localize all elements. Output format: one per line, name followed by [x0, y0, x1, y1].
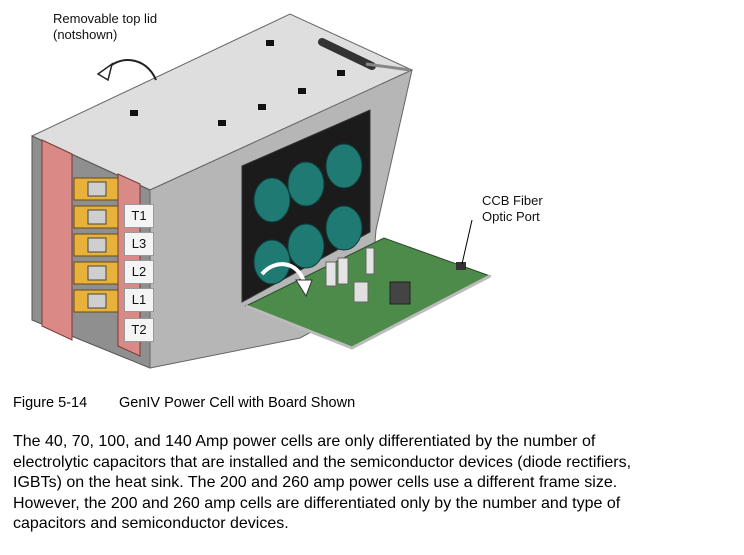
ccb-callout: CCB Fiber Optic Port: [482, 193, 543, 225]
board-components: [325, 247, 466, 305]
callout-line: Removable top lid: [53, 11, 158, 26]
paragraph-line: IGBTs) on the heat sink. The 200 and 260…: [13, 474, 618, 491]
terminal-label-t1: T1: [124, 204, 154, 228]
paragraph-line: The 40, 70, 100, and 140 Amp power cells…: [13, 433, 596, 450]
callout-line: (notshown): [53, 27, 118, 42]
figure-number: Figure 5-14: [13, 395, 88, 411]
lid-arrow-icon: [103, 59, 157, 81]
paragraph-line: electrolytic capacitors that are install…: [13, 453, 632, 471]
busbar-panel-left: [41, 139, 73, 341]
terminal-label-l1: L1: [124, 288, 154, 312]
terminal-label-t2: T2: [124, 318, 154, 342]
lid-handle: [318, 38, 376, 70]
callout-line: Optic Port: [482, 209, 540, 224]
callout-line: CCB Fiber: [482, 193, 543, 208]
lid-callout: Removable top lid (notshown): [53, 11, 157, 43]
paragraph-line: However, the 200 and 260 amp cells are d…: [13, 494, 621, 512]
figure-title: GenIV Power Cell with Board Shown: [119, 395, 356, 411]
figure-caption: Figure 5-14 GenIV Power Cell with Board S…: [13, 394, 355, 412]
power-cell-illustration: [30, 13, 492, 369]
board-arrowhead-icon: [295, 279, 313, 298]
terminal-label-l3: L3: [124, 232, 154, 256]
body-paragraph: The 40, 70, 100, and 140 Amp power cells…: [13, 432, 741, 535]
terminal-blocks: [73, 177, 119, 313]
lid-latch: [365, 62, 411, 72]
lid-holes: [130, 40, 345, 126]
paragraph-line: capacitors and semiconductor devices.: [13, 515, 289, 532]
board-rail: [245, 274, 491, 350]
board-arrow-icon: [260, 262, 306, 283]
ccb-leader-line: [461, 219, 473, 265]
terminal-label-l2: L2: [124, 260, 154, 284]
lid-arrowhead-icon: [96, 62, 114, 82]
